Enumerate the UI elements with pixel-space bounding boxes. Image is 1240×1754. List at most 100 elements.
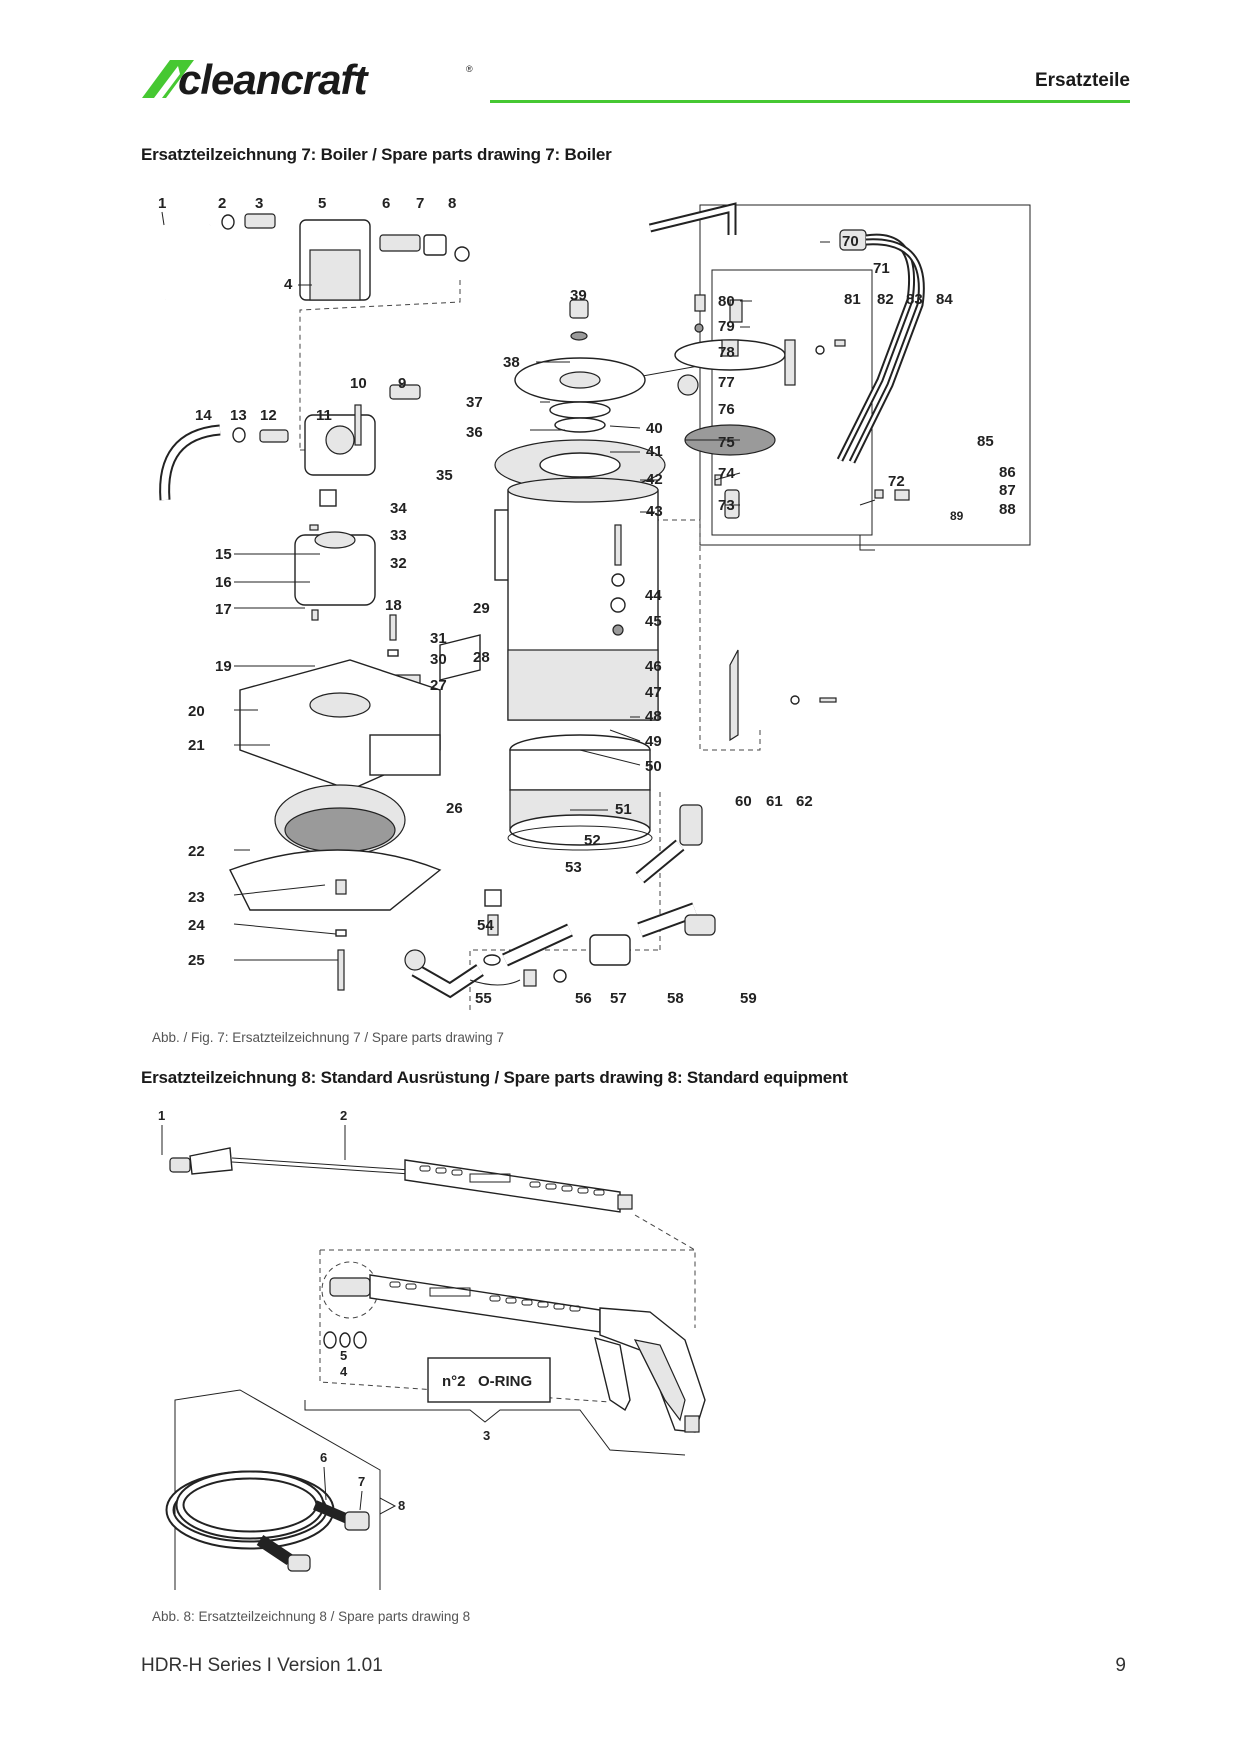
part-label: 22 — [188, 843, 205, 860]
part-label: 27 — [430, 677, 447, 694]
part-label: 11 — [316, 407, 332, 424]
header-divider — [490, 100, 1130, 103]
part-label: 1 — [158, 195, 166, 212]
part-label: 3 — [255, 195, 263, 212]
part-label: 59 — [740, 990, 757, 1007]
part-label: 45 — [645, 613, 662, 630]
part-label: 77 — [718, 374, 735, 391]
part-number-labels: 1 2 3 5 4 6 7 8 39 38 37 36 40 41 35 42 … — [158, 195, 1016, 1007]
part-label: 55 — [475, 990, 492, 1007]
part-label: 7 — [416, 195, 424, 212]
part-label: 8 — [398, 1498, 405, 1513]
drawing7-title: Ersatzteilzeichnung 7: Boiler / Spare pa… — [141, 145, 612, 164]
part-label: 75 — [718, 434, 735, 451]
part-label: 52 — [584, 832, 601, 849]
coil-49 — [509, 749, 651, 791]
part-label: 62 — [796, 793, 813, 810]
part-label: 35 — [436, 467, 453, 484]
part-label: 47 — [645, 684, 662, 701]
part-label: 70 — [842, 233, 859, 250]
part-label: 6 — [320, 1450, 327, 1465]
svg-text:cleancraft: cleancraft — [178, 56, 369, 103]
section-label: Ersatzteile — [1034, 70, 1130, 91]
footer-series: HDR-H Series I Version 1.01 — [141, 1655, 383, 1676]
part-label: 37 — [466, 394, 483, 411]
part-label: 56 — [575, 990, 592, 1007]
part-label: 46 — [645, 658, 662, 675]
part-label: 1 — [158, 1108, 165, 1123]
part-label: 30 — [430, 651, 447, 668]
part-label: 15 — [215, 546, 232, 563]
boiler-exploded-drawing: 1 2 3 5 4 6 7 8 39 38 37 36 40 41 35 42 … — [140, 190, 1040, 1020]
part-label: 5 — [318, 195, 326, 212]
part-label: 36 — [466, 424, 483, 441]
part-label: 8 — [448, 195, 456, 212]
lance-2 — [404, 1159, 621, 1213]
part-label: 20 — [188, 703, 205, 720]
part-label: 2 — [218, 195, 226, 212]
o-ring-note-box — [427, 1357, 551, 1403]
part-label: 39 — [570, 287, 587, 304]
part-label: 23 — [188, 889, 205, 906]
part-label: 80 — [718, 293, 735, 310]
part-label: 79 — [718, 318, 735, 335]
part-label: 9 — [398, 375, 406, 392]
part-label: 83 — [906, 291, 923, 308]
part-label: 2 — [340, 1108, 347, 1123]
part-label: 4 — [340, 1364, 348, 1379]
part-label: 33 — [390, 527, 407, 544]
drawing8-title: Ersatzteilzeichnung 8: Standard Ausrüstu… — [141, 1068, 848, 1087]
part-label: 87 — [999, 482, 1016, 499]
cleancraft-logo: cleancraft ® — [140, 52, 480, 106]
part-label: 25 — [188, 952, 205, 969]
part-label: 86 — [999, 464, 1016, 481]
part-label: 51 — [615, 801, 632, 818]
part-label: 49 — [645, 733, 662, 750]
part-label: 41 — [646, 443, 663, 460]
gun-3 — [369, 1274, 601, 1333]
flue-28 — [439, 634, 481, 681]
part-label: 38 — [503, 354, 520, 371]
part-label: 78 — [718, 344, 735, 361]
part-label: 12 — [260, 407, 277, 424]
standard-equipment-drawing: n°2 O-RING 1 2 5 4 3 6 7 8 — [140, 1100, 760, 1590]
part-label: 3 — [483, 1428, 490, 1443]
part-label: 32 — [390, 555, 407, 572]
part-label: 82 — [877, 291, 894, 308]
flow-switch-58 — [589, 934, 631, 966]
nozzle-1 — [169, 1157, 191, 1173]
part-label: 16 — [215, 574, 232, 591]
drawing8-caption: Abb. 8: Ersatzteilzeichnung 8 / Spare pa… — [152, 1609, 471, 1624]
part-label: 10 — [350, 375, 367, 392]
burner-inset-frame — [699, 204, 1031, 546]
part-label: 26 — [446, 800, 463, 817]
part-label: 76 — [718, 401, 735, 418]
part-label: 4 — [284, 276, 293, 293]
part-label: 53 — [565, 859, 582, 876]
part-label: 19 — [215, 658, 232, 675]
part-label: 61 — [766, 793, 783, 810]
part-label: 17 — [215, 601, 232, 618]
part-label: 72 — [888, 473, 905, 490]
part-label: 28 — [473, 649, 490, 666]
part-label: 57 — [610, 990, 627, 1007]
part-label: 74 — [718, 465, 735, 482]
part-label: 34 — [390, 500, 407, 517]
part-label: 88 — [999, 501, 1016, 518]
part-label: 58 — [667, 990, 684, 1007]
drawing7-caption: Abb. / Fig. 7: Ersatzteilzeichnung 7 / S… — [152, 1030, 504, 1045]
page-number: 9 — [1115, 1655, 1126, 1676]
part-label: 71 — [873, 260, 890, 277]
part-label: 40 — [646, 420, 663, 437]
part-label: 14 — [195, 407, 212, 424]
part-label: 60 — [735, 793, 752, 810]
part-label: 24 — [188, 917, 205, 934]
svg-text:®: ® — [466, 64, 473, 74]
part-label: 81 — [844, 291, 861, 308]
part-label: 7 — [358, 1474, 365, 1489]
part-label: 54 — [477, 917, 494, 934]
part-label: 29 — [473, 600, 490, 617]
part-label: 31 — [430, 630, 447, 647]
part-label: 48 — [645, 708, 662, 725]
part-label: 18 — [385, 597, 402, 614]
